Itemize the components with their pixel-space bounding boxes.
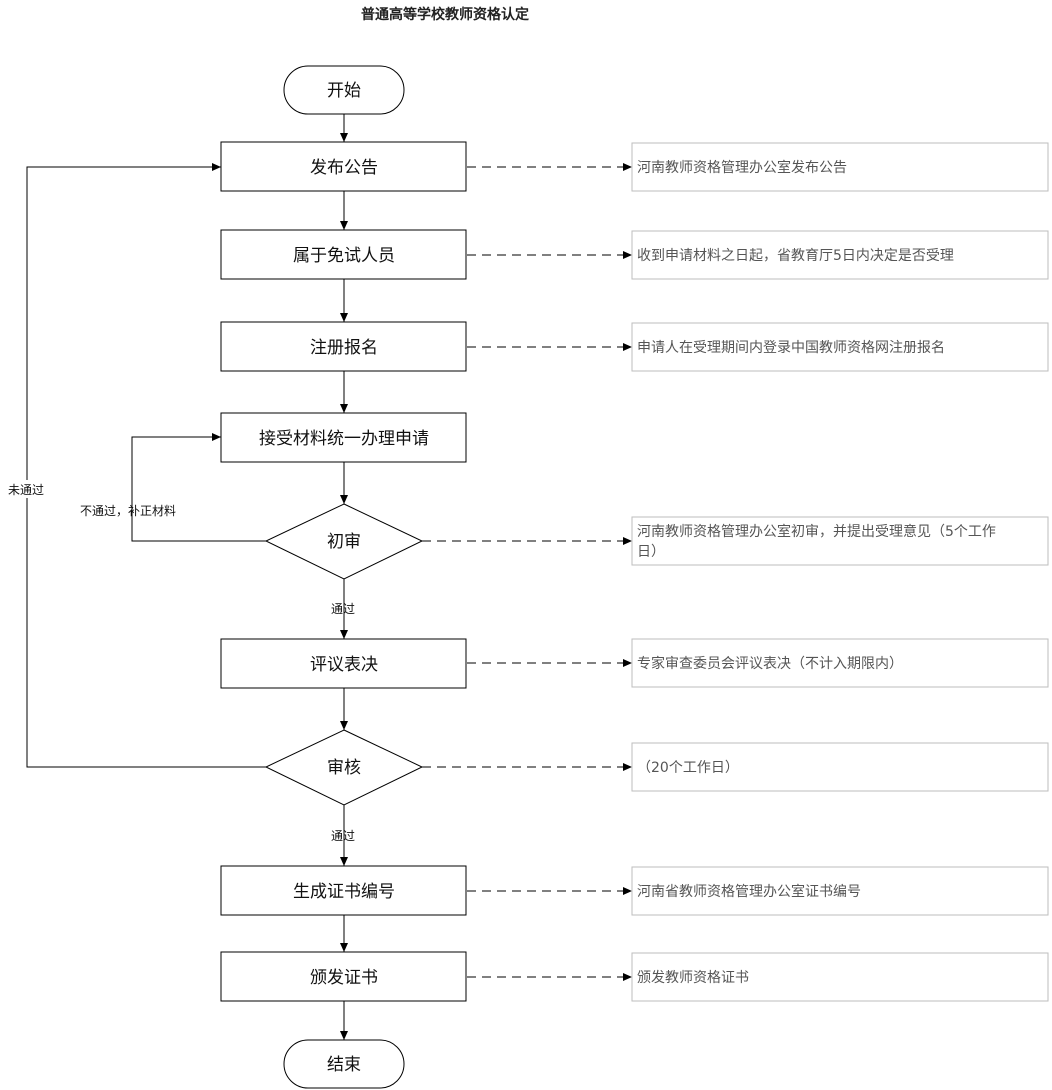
node-exempt: 属于免试人员 [220,229,467,280]
note-number: 河南省教师资格管理办公室证书编号 [631,866,1049,916]
node-announce-label: 发布公告 [310,158,378,178]
node-start-label: 开始 [327,81,361,101]
note-review: 专家审查委员会评议表决（不计入期限内） [631,638,1049,688]
node-issue: 颁发证书 [220,951,467,1002]
node-number-label: 生成证书编号 [293,882,395,902]
note-issue: 颁发教师资格证书 [631,952,1049,1002]
edge-audit-fail-loop [26,163,266,768]
node-start: 开始 [283,65,405,115]
note-exempt-text: 收到申请材料之日起，省教育厅5日内决定是否受理 [637,248,954,264]
node-prelim: 初审 [264,503,424,580]
note-number-text: 河南省教师资格管理办公室证书编号 [637,883,861,900]
node-issue-label: 颁发证书 [310,968,378,988]
node-register-label: 注册报名 [310,338,378,358]
node-end: 结束 [283,1039,405,1089]
node-review-label: 评议表决 [310,655,378,675]
note-prelim-text-line2: 日） [637,544,665,560]
node-end-label: 结束 [327,1055,361,1075]
note-audit: （20个工作日） [631,742,1049,792]
node-accept: 接受材料统一办理申请 [220,412,467,463]
node-accept-label: 接受材料统一办理申请 [259,429,429,449]
diagram-title: 普通高等学校教师资格认定 [361,6,529,23]
note-issue-text: 颁发教师资格证书 [637,970,749,986]
note-prelim-text-line1: 河南教师资格管理办公室初审，并提出受理意见（5个工作 [637,523,996,540]
edge-label-bg [6,480,50,498]
edge-label-fail-supplement: 不通过，补正材料 [80,504,176,518]
edge-label-not-passed: 未通过 [8,483,44,497]
node-audit: 审核 [264,729,424,806]
note-announce-text: 河南教师资格管理办公室发布公告 [637,159,847,176]
edge-label-pass-audit: 通过 [331,829,355,843]
note-prelim: 河南教师资格管理办公室初审，并提出受理意见（5个工作 日） [631,516,1049,566]
note-audit-text: （20个工作日） [637,760,739,776]
node-announce: 发布公告 [220,141,467,192]
node-exempt-label: 属于免试人员 [293,246,395,266]
note-exempt: 收到申请材料之日起，省教育厅5日内决定是否受理 [631,230,1049,280]
node-register: 注册报名 [220,321,467,372]
node-number: 生成证书编号 [220,865,467,916]
edge-label-pass-prelim: 通过 [331,602,355,616]
node-audit-label: 审核 [327,758,361,778]
edge-prelim-fail-loop [131,433,266,542]
note-announce: 河南教师资格管理办公室发布公告 [631,142,1049,192]
note-register-text: 申请人在受理期间内登录中国教师资格网注册报名 [637,340,945,356]
node-review: 评议表决 [220,638,467,689]
node-prelim-label: 初审 [327,532,361,552]
note-register: 申请人在受理期间内登录中国教师资格网注册报名 [631,322,1049,372]
note-review-text: 专家审查委员会评议表决（不计入期限内） [637,655,903,672]
